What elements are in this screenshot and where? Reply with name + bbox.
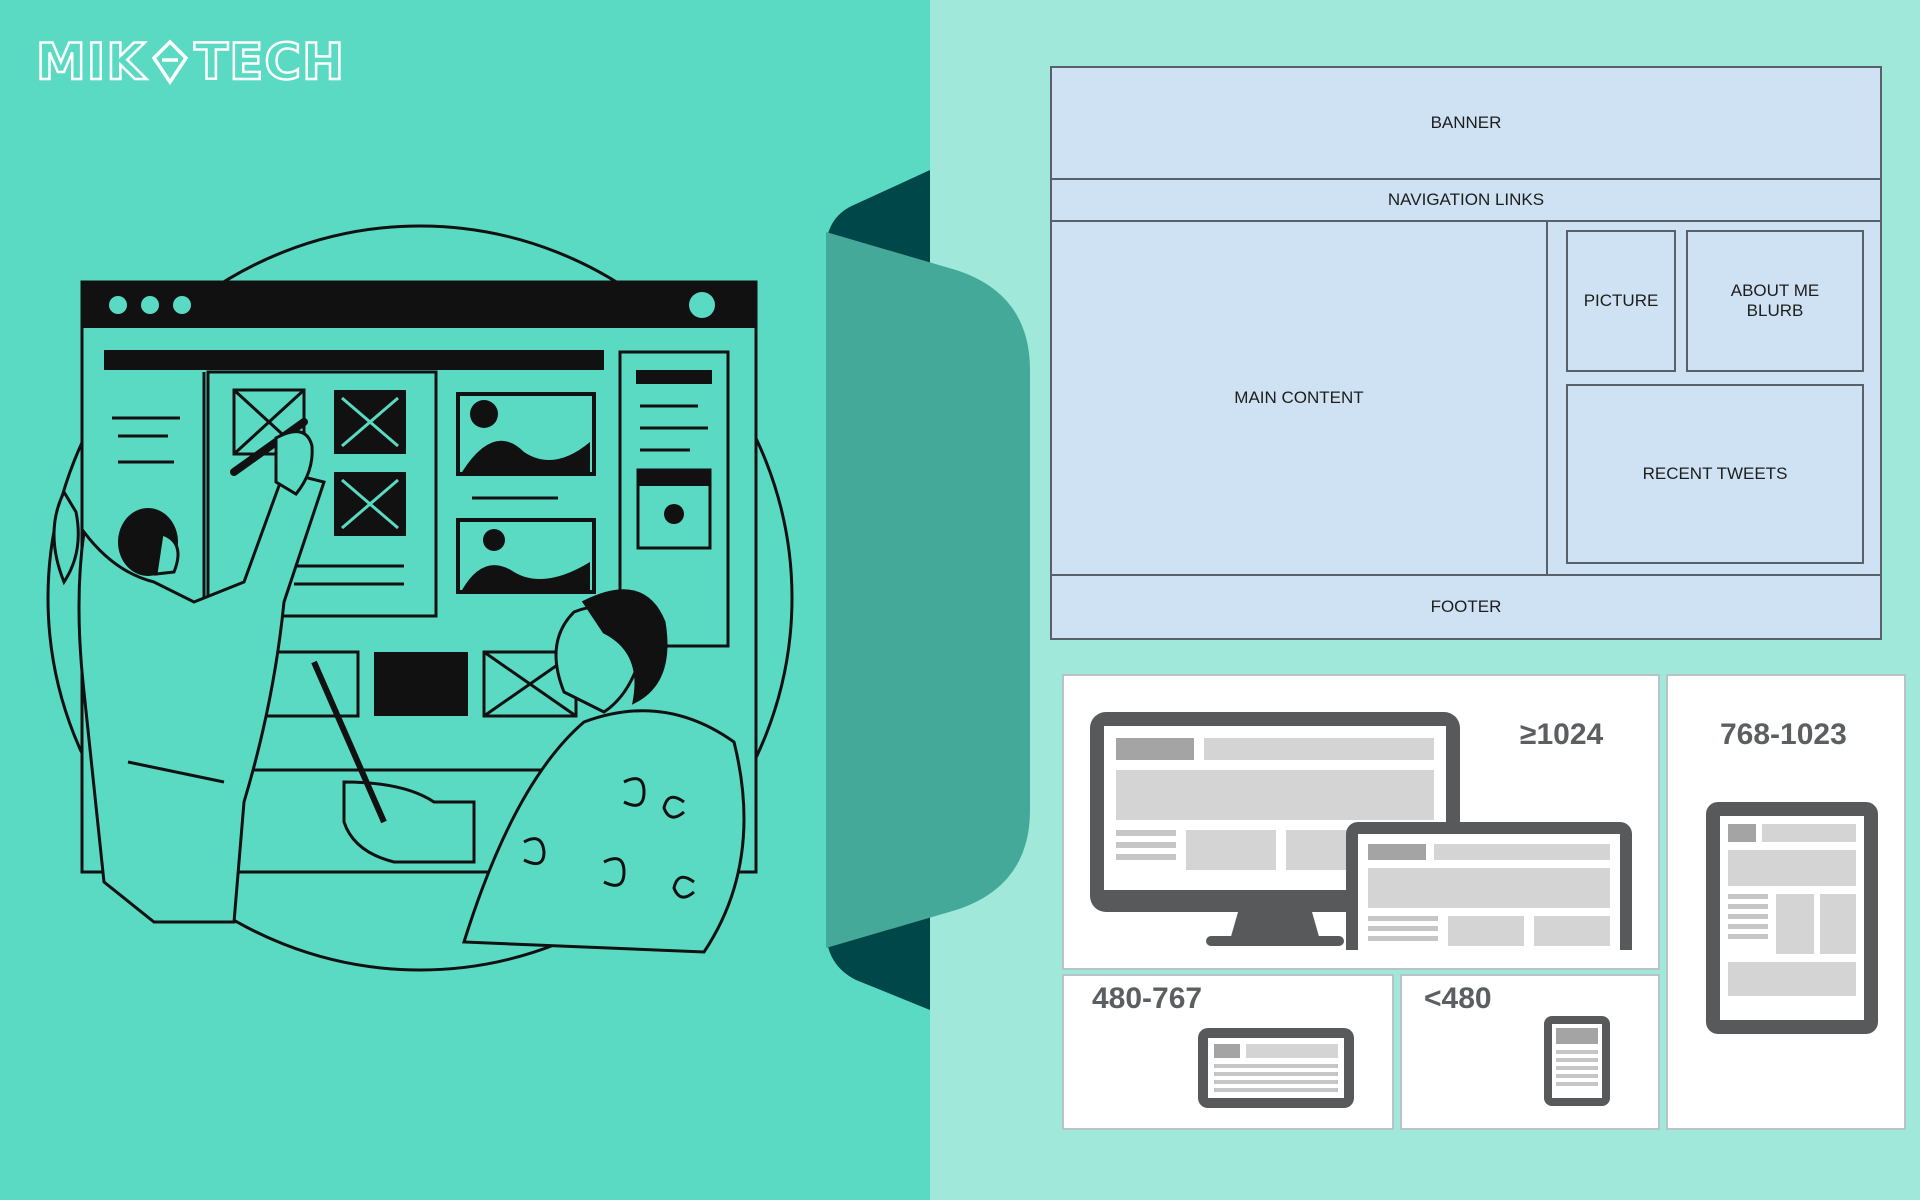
phone-device-icon — [1544, 1016, 1610, 1106]
page-layout-wireframe: BANNER NAVIGATION LINKS MAIN CONTENT PIC… — [1050, 66, 1882, 640]
about-label-line2: BLURB — [1746, 301, 1804, 320]
desktop-panel: ≥1024 — [1062, 674, 1660, 970]
wireframe-main-content: MAIN CONTENT — [1050, 220, 1548, 576]
footer-label: FOOTER — [1430, 597, 1502, 617]
logo-text-right: TECH — [193, 33, 345, 92]
left-person — [52, 470, 326, 924]
wireframe-about-me: ABOUT ME BLURB — [1686, 230, 1864, 372]
logo-text-left: MIK — [35, 33, 147, 92]
designers-illustration — [46, 224, 794, 972]
picture-label: PICTURE — [1583, 291, 1659, 311]
wireframe-banner: BANNER — [1050, 66, 1882, 180]
tablet-panel: 768-1023 — [1666, 674, 1906, 1130]
logo-diamond-icon — [151, 39, 189, 86]
phablet-breakpoint-label: 480-767 — [1092, 982, 1203, 1015]
phablet-device-icon — [1198, 1028, 1354, 1108]
tweets-label: RECENT TWEETS — [1642, 464, 1788, 484]
nav-label: NAVIGATION LINKS — [1387, 190, 1545, 210]
desktop-monitor-icon — [1090, 712, 1632, 950]
wireframe-nav: NAVIGATION LINKS — [1050, 178, 1882, 222]
phablet-panel: 480-767 — [1062, 974, 1394, 1130]
main-content-label: MAIN CONTENT — [1234, 388, 1364, 408]
desktop-breakpoint-label: ≥1024 — [1520, 718, 1604, 751]
phone-panel: <480 — [1400, 974, 1660, 1130]
folder-tab-shape — [826, 170, 1030, 1010]
right-person — [311, 589, 746, 954]
about-label-line1: ABOUT ME — [1730, 281, 1820, 301]
tablet-device-icon — [1706, 802, 1878, 1034]
wireframe-picture: PICTURE — [1566, 230, 1676, 372]
wireframe-footer: FOOTER — [1050, 574, 1882, 640]
banner-label: BANNER — [1430, 113, 1502, 133]
wireframe-recent-tweets: RECENT TWEETS — [1566, 384, 1864, 564]
tablet-breakpoint-label: 768-1023 — [1720, 718, 1847, 751]
miko-tech-logo: MIK TECH — [35, 33, 345, 92]
phone-breakpoint-label: <480 — [1424, 982, 1492, 1015]
browser-titlebar — [82, 282, 756, 328]
